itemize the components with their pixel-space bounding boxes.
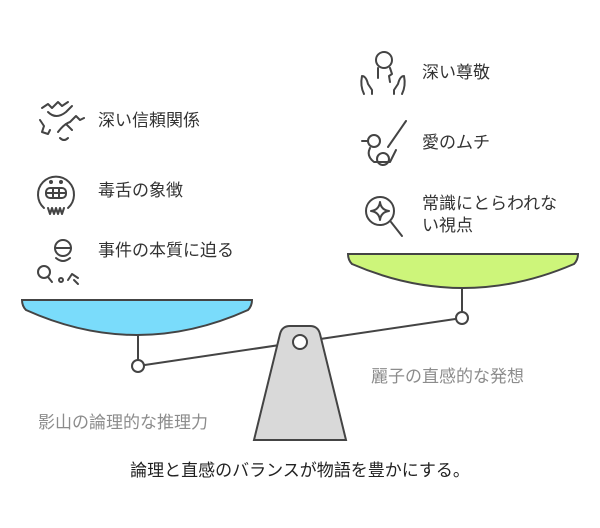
right-pan-label: 麗子の直感的な発想 xyxy=(371,367,524,387)
left-item-label: 深い信頼関係 xyxy=(98,111,200,131)
left-pan xyxy=(20,299,254,336)
grimace-face-icon xyxy=(37,175,75,215)
detective-icon xyxy=(37,239,79,285)
left-pivot xyxy=(131,359,145,373)
left-item-label: 毒舌の象徴 xyxy=(98,181,183,201)
right-item-label: 深い尊敬 xyxy=(422,63,490,83)
sparkle-search-icon xyxy=(365,196,403,237)
right-pivot xyxy=(455,311,469,325)
bird-whip-icon xyxy=(361,120,407,166)
fulcrum-pivot xyxy=(292,334,308,350)
right-item-label: 愛のムチ xyxy=(422,133,490,153)
right-item-label: 常識にとらわれない視点 xyxy=(422,194,558,236)
respect-hands-icon xyxy=(360,51,406,95)
caption: 論理と直感のバランスが物語を豊かにする。 xyxy=(130,461,470,481)
left-pan-label: 影山の論理的な推理力 xyxy=(38,413,208,433)
right-pan xyxy=(346,253,580,289)
left-item-label: 事件の本質に迫る xyxy=(98,241,234,261)
fulcrum xyxy=(252,325,348,441)
handshake-icon xyxy=(39,101,85,141)
